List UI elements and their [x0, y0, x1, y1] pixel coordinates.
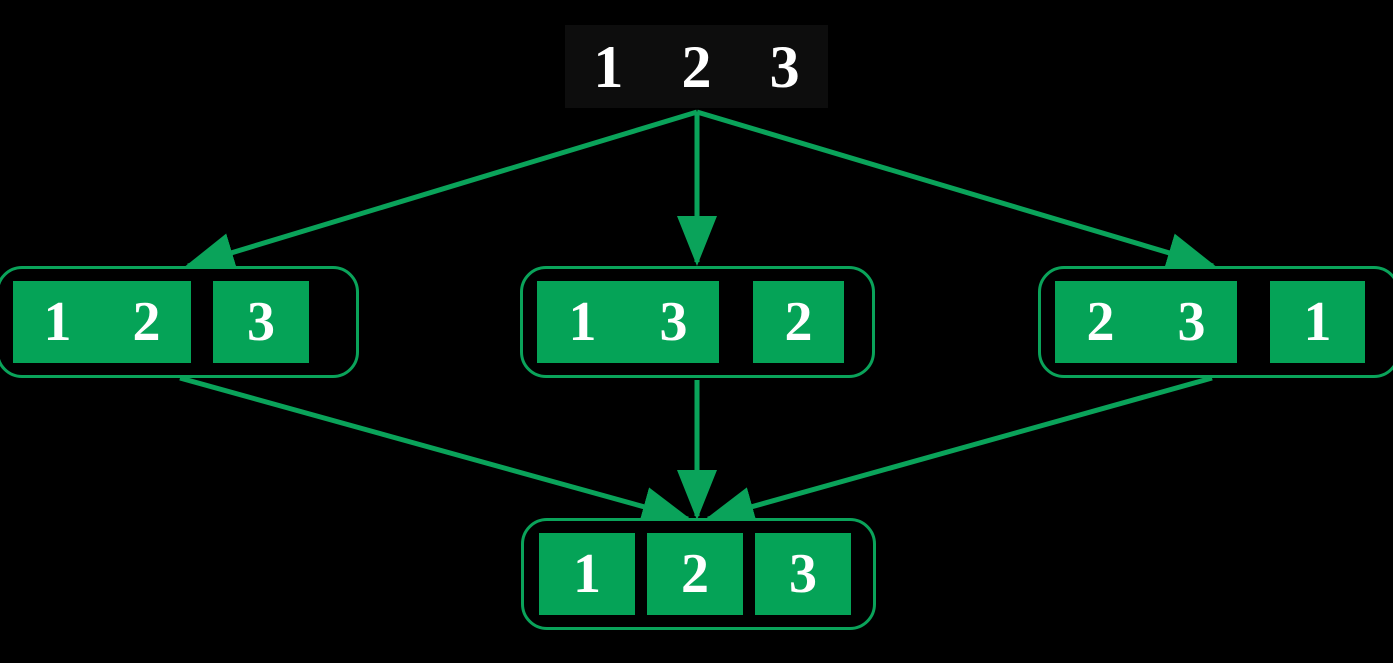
- left-digit-1: 2: [132, 291, 161, 353]
- left-block-single[interactable]: 3: [213, 281, 309, 363]
- right-array-blocks: 2 3 1: [1041, 269, 1393, 375]
- result-block-1[interactable]: 2: [647, 533, 743, 615]
- result-digit-2: 3: [789, 543, 817, 605]
- edge-root-to-left: [184, 109, 698, 272]
- left-gap: [191, 281, 213, 363]
- middle-block-merged[interactable]: 1 3: [537, 281, 719, 363]
- middle-digit-0: 1: [568, 291, 597, 353]
- right-digit-1: 3: [1177, 291, 1206, 353]
- right-block-single[interactable]: 1: [1270, 281, 1365, 363]
- middle-gap: [719, 281, 753, 363]
- right-block-merged[interactable]: 2 3: [1055, 281, 1237, 363]
- result-block-2[interactable]: 3: [755, 533, 851, 615]
- left-array-blocks: 1 2 3: [0, 269, 356, 375]
- result-digit-0: 1: [573, 543, 601, 605]
- root-array[interactable]: 1 2 3: [565, 25, 828, 108]
- edge-root-to-right: [696, 109, 1217, 273]
- edge-right-to-bottom: [704, 375, 1213, 526]
- middle-digit-2: 2: [784, 291, 813, 353]
- middle-block-single[interactable]: 2: [753, 281, 844, 363]
- middle-digit-1: 3: [659, 291, 688, 353]
- root-cell-1: 2: [681, 33, 712, 100]
- result-array-blocks: 1 2 3: [524, 521, 873, 627]
- right-digit-0: 2: [1086, 291, 1115, 353]
- root-cell-0: 1: [593, 33, 624, 100]
- result-array[interactable]: 1 2 3: [521, 518, 876, 630]
- middle-array-blocks: 1 3 2: [523, 269, 872, 375]
- right-array[interactable]: 2 3 1: [1038, 266, 1393, 378]
- left-digit-0: 1: [43, 291, 72, 353]
- result-block-0[interactable]: 1: [539, 533, 635, 615]
- left-block-merged[interactable]: 1 2: [13, 281, 191, 363]
- result-gap-0: [635, 533, 647, 615]
- middle-array[interactable]: 1 3 2: [520, 266, 875, 378]
- left-array[interactable]: 1 2 3: [0, 266, 359, 378]
- edge-left-to-bottom: [179, 375, 692, 526]
- root-cell-2: 3: [769, 33, 800, 100]
- left-digit-2: 3: [247, 291, 275, 353]
- result-gap-1: [743, 533, 755, 615]
- right-gap: [1237, 281, 1270, 363]
- result-digit-1: 2: [681, 543, 709, 605]
- right-digit-2: 1: [1303, 291, 1332, 353]
